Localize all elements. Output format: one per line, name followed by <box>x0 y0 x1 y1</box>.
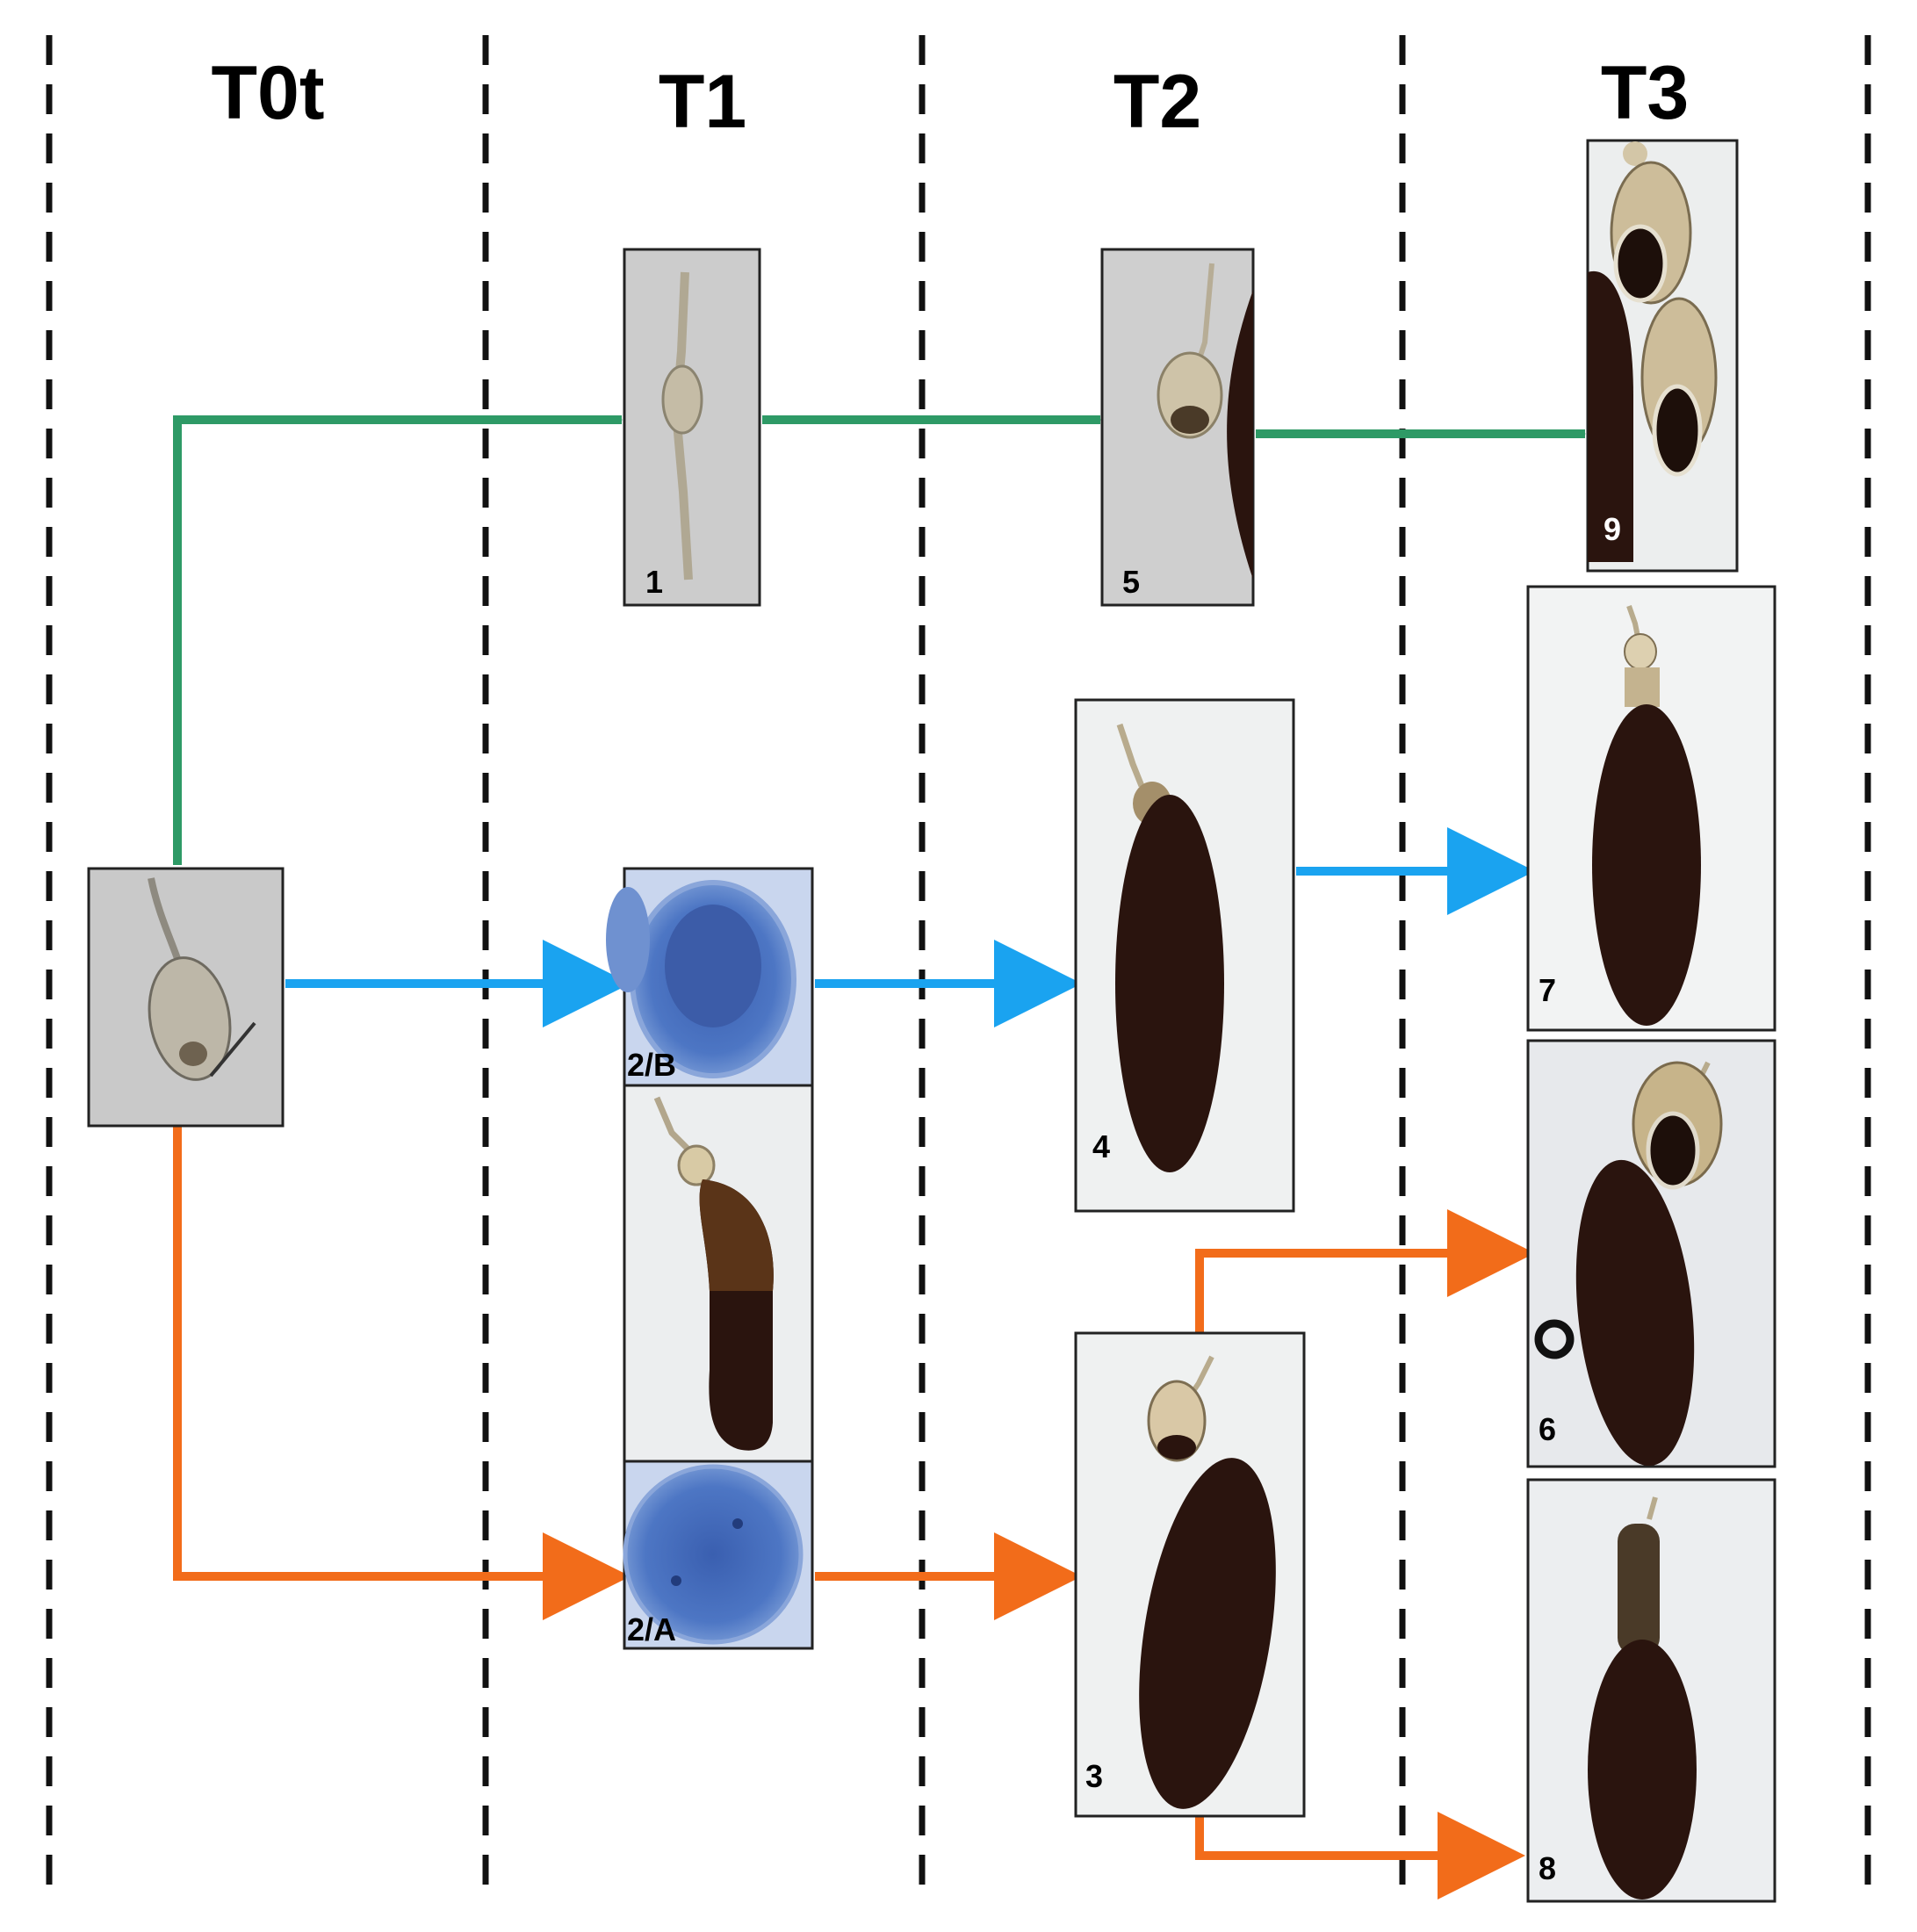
panel-5: 5 <box>1100 248 1255 607</box>
column-header-t1: T1 <box>659 60 746 144</box>
panel-2-pollen <box>623 1084 814 1463</box>
blue-pathway <box>285 827 1535 1027</box>
panel-label-4: 4 <box>1092 1128 1110 1164</box>
panel-9: 9 <box>1586 139 1739 573</box>
panel-label-6: 6 <box>1539 1411 1556 1447</box>
orange-pathway <box>173 1126 1535 1900</box>
panel-3: 3 <box>1074 1331 1306 1818</box>
panel-label-2a: 2/A <box>627 1611 676 1647</box>
column-header-t3: T3 <box>1601 51 1689 135</box>
column-dividers <box>46 35 1871 1897</box>
panel-label-9: 9 <box>1604 511 1621 547</box>
green-pathway <box>173 415 1586 865</box>
orange-arrow-t0t-to-2a <box>173 1126 631 1620</box>
panel-label-8: 8 <box>1539 1850 1556 1886</box>
orange-arrow-3-to-8 <box>1195 1812 1525 1900</box>
column-header-t0t: T0t <box>212 51 325 135</box>
panel-label-2b: 2/B <box>627 1047 676 1083</box>
panel-2a: 2/A <box>623 1460 814 1650</box>
panel-4: 4 <box>1074 698 1295 1213</box>
panel-1: 1 <box>623 248 761 607</box>
panel-2b: 2/B <box>606 867 814 1087</box>
panel-t0t <box>87 867 285 1128</box>
orange-arrow-3-to-6 <box>1195 1209 1535 1333</box>
panel-7: 7 <box>1526 585 1776 1032</box>
column-headers: T0t T1 T2 T3 <box>212 51 1690 144</box>
column-header-t2: T2 <box>1113 60 1201 144</box>
panel-label-7: 7 <box>1539 972 1556 1008</box>
panel-label-3: 3 <box>1085 1758 1103 1794</box>
panel-label-1: 1 <box>645 564 663 600</box>
panel-8: 8 <box>1526 1478 1776 1903</box>
panel-6: 6 <box>1526 1039 1776 1468</box>
green-arrow-t0t-to-1 <box>173 415 623 865</box>
panel-label-5: 5 <box>1122 564 1140 600</box>
